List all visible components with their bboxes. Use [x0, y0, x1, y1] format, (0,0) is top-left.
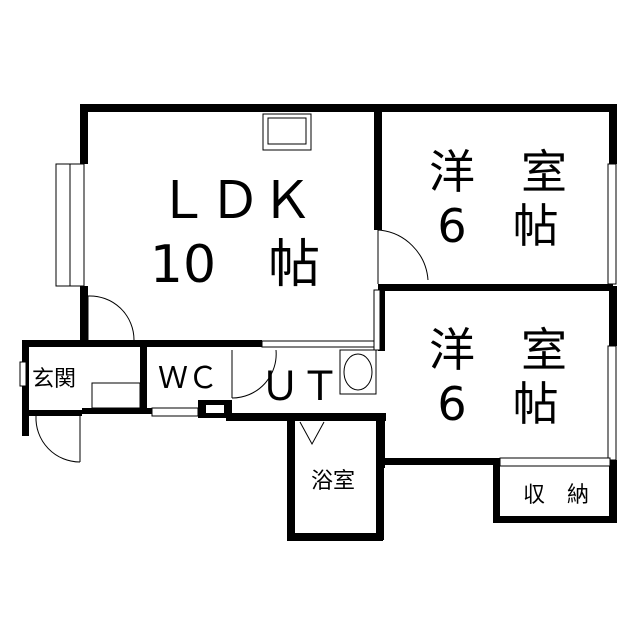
- room-name-western1: 洋 室: [429, 145, 567, 199]
- room-name-wc: ＷＣ: [158, 361, 218, 396]
- room-name-utility: ＵＴ: [260, 364, 340, 410]
- windows: [19, 163, 617, 467]
- room-name-entrance: 玄関: [32, 367, 76, 392]
- doors: [35, 229, 429, 463]
- room-name-ldk: ＬＤＫ: [157, 171, 313, 231]
- room-size-western2: 6 帖: [437, 377, 558, 431]
- room-name-western2: 洋 室: [429, 323, 567, 377]
- room-name-bath: 浴室: [311, 469, 355, 494]
- fixtures: [262, 113, 377, 395]
- washbasin-icon: [339, 349, 377, 395]
- room-size-ldk: 10 帖: [150, 235, 320, 295]
- walls: [22, 104, 617, 541]
- kitchen-sink-icon: [262, 113, 312, 151]
- room-name-storage: 収 納: [523, 483, 589, 508]
- room-size-western1: 6 帖: [437, 199, 558, 253]
